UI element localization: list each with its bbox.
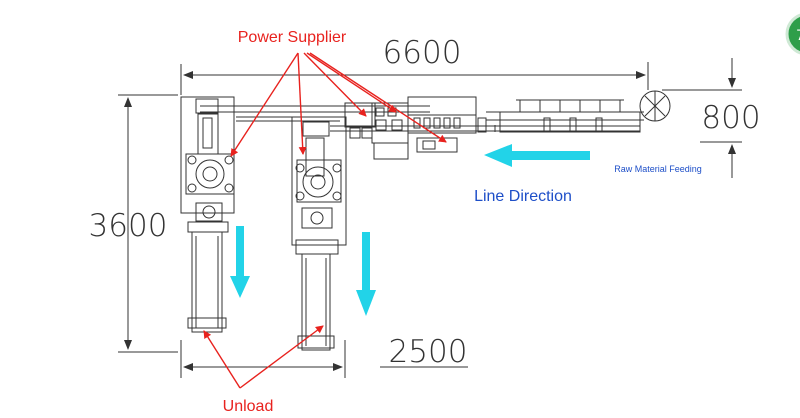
power-supplier-pointers [230, 52, 447, 157]
unload-arrow-left [230, 226, 250, 298]
dimension-2500 [180, 340, 468, 378]
corner-badge[interactable]: 7 [785, 13, 800, 55]
dimension-800 [662, 58, 742, 178]
unload-label: Unload [223, 398, 274, 415]
dimension-6600-label: 6600 [383, 35, 462, 71]
unload-arrow-right [356, 232, 376, 316]
flow-arrows [230, 144, 590, 316]
dimension-2500-label: 2500 [389, 334, 468, 370]
corner-badge-text: 7 [796, 28, 800, 44]
raw-material-feeding-label: Raw Material Feeding [614, 164, 702, 174]
dimension-800-label: 800 [701, 100, 760, 136]
dimension-3600-label: 3600 [89, 208, 168, 244]
unload-pointers [203, 325, 324, 389]
dimension-6600 [180, 62, 649, 95]
power-supplier-label: Power Supplier [238, 29, 347, 46]
line-direction-label: Line Direction [474, 188, 572, 205]
machine-layout [180, 90, 671, 351]
line-direction-arrow [484, 144, 590, 167]
dimension-3600 [118, 94, 178, 353]
